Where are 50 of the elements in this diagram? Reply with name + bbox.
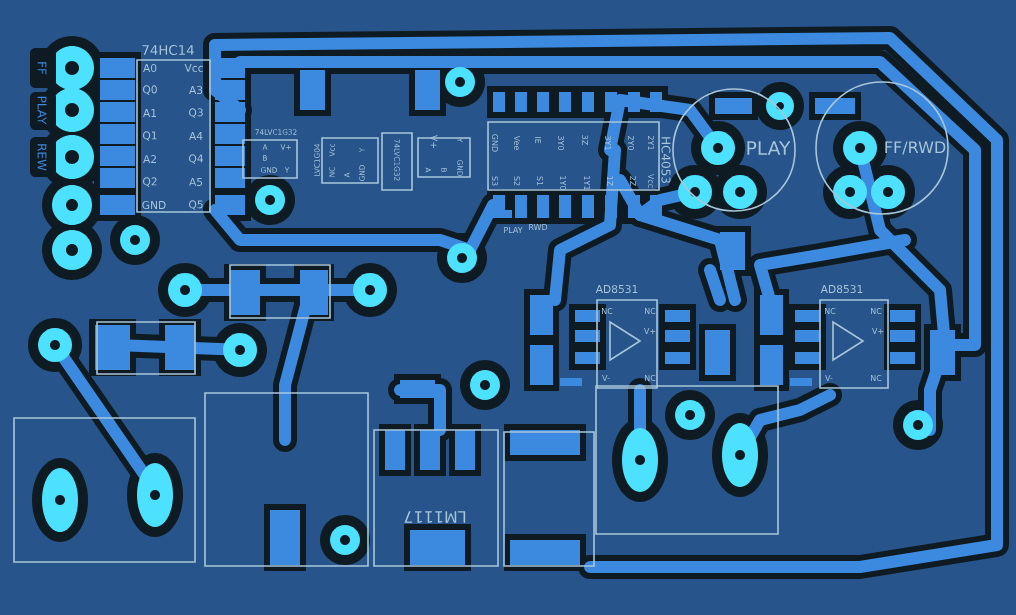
silkscreen-label: S1 [537, 176, 544, 186]
silkscreen-label: FF [37, 62, 47, 75]
silkscreen-label: 1Z [607, 176, 613, 186]
silkscreen-label: 3Z [582, 135, 589, 145]
silkscreen-label: A0 [143, 63, 157, 73]
silkscreen-label: V+ [644, 328, 656, 334]
silkscreen-label: NC [871, 308, 882, 314]
silkscreen-label: V+ [872, 328, 884, 334]
silkscreen-label: Q0 [143, 85, 157, 95]
silkscreen-label: A3 [189, 85, 203, 95]
silkscreen-label: V- [825, 375, 833, 381]
silkscreen-label: NC [645, 375, 656, 381]
silkscreen-label: 1Y0 [560, 176, 567, 190]
silkscreen-label: NC [871, 375, 882, 381]
silkscreen-label: REW [37, 144, 47, 171]
silkscreen-label: AD8531 [820, 284, 863, 294]
silkscreen-label: PLAY [747, 141, 791, 155]
silkscreen-label: V- [602, 375, 610, 381]
silkscreen-label: PLAY [504, 227, 523, 233]
silkscreen-label: GND [492, 134, 499, 152]
silkscreen-label: 2Z [630, 176, 636, 186]
silkscreen-label: Q2 [143, 177, 157, 187]
silkscreen-label: A2 [143, 155, 156, 163]
silkscreen-label: Q4 [189, 154, 203, 164]
silkscreen-label: 2Y1 [648, 136, 654, 150]
silkscreen-label: GND [142, 200, 166, 210]
silkscreen-label: LM1117 [404, 511, 466, 523]
silkscreen-label: Vee [514, 135, 520, 150]
silkscreen-label: HC4053 [661, 137, 671, 183]
silkscreen-label: S2 [514, 176, 521, 186]
silkscreen-label: A4 [189, 132, 203, 140]
silkscreen-label: Vcc [184, 64, 203, 72]
silkscreen-label: NC [645, 308, 656, 314]
silkscreen-label: A5 [189, 178, 203, 186]
silkscreen-label: AD8531 [595, 284, 638, 294]
silkscreen-label: Q1 [143, 131, 157, 141]
silkscreen-label: 74HC14 [142, 44, 194, 56]
silkscreen-label: Q5 [189, 200, 203, 210]
silkscreen-label: A1 [143, 109, 157, 117]
silkscreen-label: Vcc [648, 173, 654, 188]
silkscreen-label: 2Y0 [628, 136, 635, 150]
silkscreen-label: IE [535, 137, 541, 144]
silkscreen-label: Q3 [189, 108, 203, 118]
silkscreen-label: 3Y0 [558, 136, 565, 150]
silkscreen-label: V+ [430, 134, 438, 149]
silkscreen-label: RWD [529, 224, 548, 230]
silkscreen-label: 1Y1 [584, 176, 590, 190]
silkscreen-label: S3 [492, 176, 499, 186]
silkscreen-label: PLAY [37, 96, 47, 125]
silkscreen-label: 3Y1 [605, 136, 612, 150]
